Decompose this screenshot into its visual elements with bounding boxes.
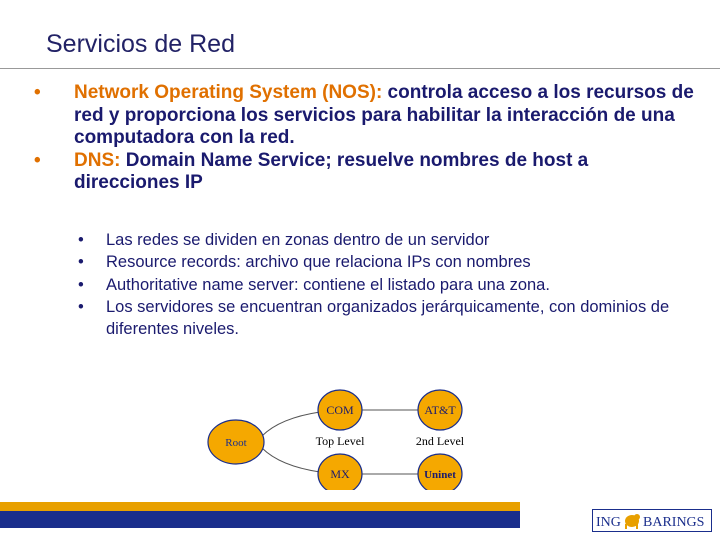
bullet-text: controla acceso a los recursos de red y … — [74, 82, 694, 148]
att-node — [417, 389, 463, 431]
att-node-label: AT&T — [424, 403, 456, 417]
sub-bullet-text: Las redes se dividen en zonas dentro de … — [106, 231, 490, 249]
lion-icon — [625, 514, 640, 529]
logo-left-text: ING — [596, 515, 621, 530]
sub-bullet-list: • Las redes se dividen en zonas dentro de… — [78, 229, 698, 340]
bullet-nos: • Network Operating System (NOS): contro… — [34, 82, 694, 150]
sub-bullet-item: • Los servidores se encuentran organizado… — [78, 296, 698, 341]
logo-frame — [592, 509, 712, 532]
bullet-dot: • — [78, 253, 84, 272]
second-level-label: 2nd Level — [416, 434, 465, 448]
bullet-dot: • — [78, 275, 84, 294]
com-node — [317, 389, 363, 431]
uninet-node-label: Uninet — [424, 469, 456, 481]
root-node-label: Root — [225, 437, 246, 449]
mx-node-label: MX — [330, 467, 350, 481]
connector-root-mx — [261, 447, 321, 473]
footer-blue-bar — [0, 511, 520, 528]
main-bullet-list: • Network Operating System (NOS): contro… — [34, 82, 694, 195]
root-node — [207, 419, 265, 465]
bullet-dot: • — [34, 149, 41, 171]
sub-bullet-item: • Resource records: archivo que relaciona… — [78, 251, 698, 273]
slide-title: Servicios de Red — [46, 30, 235, 58]
bullet-dns: • DNS: Domain Name Service; resuelve nom… — [34, 150, 694, 195]
sub-bullet-item: • Authoritative name server: contiene el … — [78, 274, 698, 296]
bullet-dot: • — [78, 297, 84, 316]
top-level-label: Top Level — [316, 434, 365, 448]
title-divider — [0, 68, 720, 69]
footer-orange-bar — [0, 502, 520, 511]
sub-bullet-item: • Las redes se dividen en zonas dentro de… — [78, 229, 698, 251]
sub-bullet-text: Los servidores se encuentran organizados… — [106, 297, 670, 339]
logo-right-text: BARINGS — [643, 515, 704, 530]
mx-node — [317, 453, 363, 490]
bullet-text: Domain Name Service; resuelve nombres de… — [74, 149, 589, 194]
connector-root-com — [261, 411, 321, 437]
dns-hierarchy-diagram: Root COM MX AT&T Uninet Top Level 2nd Le… — [207, 389, 465, 490]
sub-bullet-text: Resource records: archivo que relaciona … — [106, 253, 531, 272]
sub-bullet-text: Authoritative name server: contiene el l… — [106, 275, 550, 294]
uninet-node — [417, 453, 463, 490]
ing-barings-logo: ING BARINGS — [592, 509, 712, 532]
bullet-dot: • — [34, 82, 41, 103]
bullet-dot: • — [78, 231, 84, 249]
bullet-term: Network Operating System (NOS): — [74, 82, 383, 103]
com-node-label: COM — [326, 403, 354, 417]
bullet-term: DNS: — [74, 149, 121, 171]
